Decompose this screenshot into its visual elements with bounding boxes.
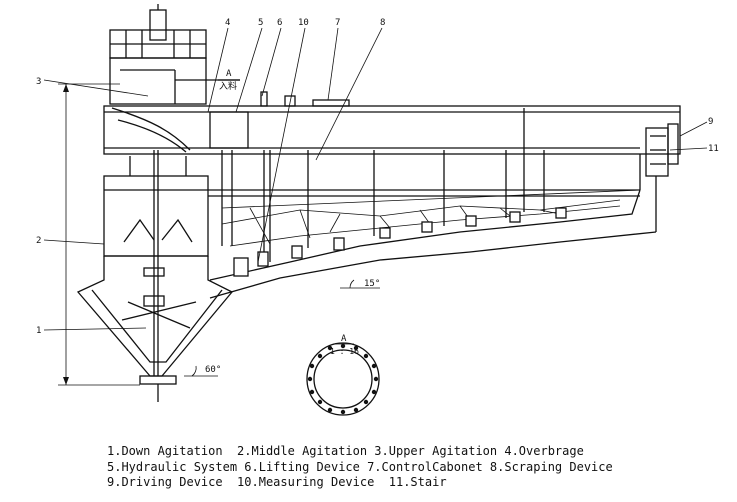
hydraulic-system: [209, 111, 249, 149]
section-mark: A 入料: [175, 69, 240, 92]
rake-rods: [221, 108, 545, 262]
legend-row: 5.Hydraulic System 6.Lifting Device 7.Co…: [107, 459, 613, 474]
legend-row: 1.Down Agitation 2.Middle Agitation 3.Up…: [107, 444, 584, 458]
central-column: [76, 150, 234, 402]
callout-1: 1: [36, 326, 41, 336]
callout-7: 7: [335, 18, 340, 28]
scraping-truss: [221, 189, 641, 247]
callout-3: 3: [36, 77, 41, 87]
measuring-post: [260, 91, 268, 107]
callout-leaders: [43, 27, 708, 331]
feed-label: 入料: [219, 80, 237, 92]
agitator-motor: [109, 4, 207, 105]
driving-device: [645, 123, 679, 177]
callout-8: 8: [380, 18, 385, 28]
callout-4: 4: [225, 18, 230, 28]
lifting-device-top: [284, 95, 296, 107]
angle-15: 15°: [340, 279, 380, 289]
angle-15-label: 15°: [364, 279, 380, 289]
detail-title: A: [341, 334, 347, 344]
callout-10: 10: [298, 18, 309, 28]
callout-6: 6: [277, 18, 282, 28]
callout-9: 9: [708, 117, 713, 127]
scraper-blades: [233, 207, 567, 277]
callout-11: 11: [708, 144, 719, 154]
detail-scale: 1 : 16: [330, 347, 359, 356]
detail-view-a: A 1 : 16: [306, 334, 380, 416]
control-cabinet: [312, 99, 350, 107]
callout-2: 2: [36, 236, 41, 246]
angle-60-label: 60°: [205, 365, 221, 375]
height-dimension: [58, 83, 140, 386]
callout-5: 5: [258, 18, 263, 28]
callout-labels: 3 2 1 4 5 6 10 7 8 9 11: [36, 18, 719, 336]
angle-60: 60°: [184, 365, 221, 377]
tank-outline: [208, 154, 657, 299]
overbridge: [103, 105, 681, 155]
legend: 1.Down Agitation 2.Middle Agitation 3.Up…: [107, 444, 727, 491]
section-mark-label: A: [226, 69, 232, 79]
legend-row: 9.Driving Device 10.Measuring Device 11.…: [107, 475, 447, 489]
